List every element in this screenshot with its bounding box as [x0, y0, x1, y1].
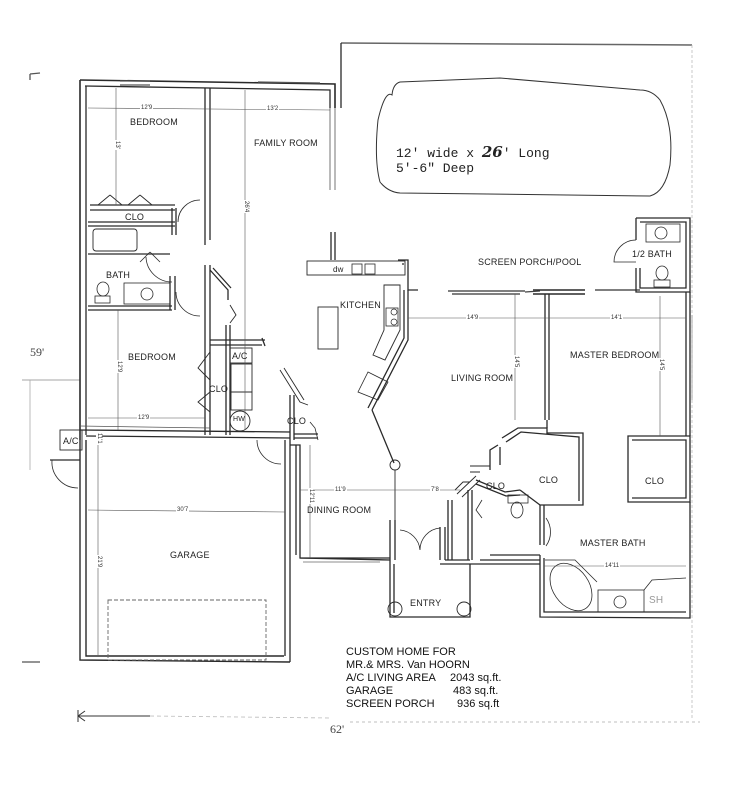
dim-living-depth: 14'5: [513, 355, 519, 369]
dim-living-width: 14'9: [466, 315, 480, 321]
label-dishwasher: dw: [333, 265, 344, 274]
project-title-line-1: CUSTOM HOME FOR: [346, 646, 456, 658]
dim-dining-depth: 12'11: [308, 488, 314, 505]
dim-master-bath-width: 14'11: [604, 563, 621, 569]
area-row-living: A/C LIVING AREA 2043 sq.ft.: [346, 672, 501, 685]
dim-entry-width: 7'8: [430, 487, 440, 493]
pool-width-text: 12' wide x: [396, 146, 482, 161]
room-label-garage: GARAGE: [170, 550, 210, 560]
pool-dimensions-note: 12' wide x 26' Long 5'-6" Deep: [396, 143, 550, 177]
room-label-bedroom-1: BEDROOM: [130, 117, 178, 127]
pool-outline: [375, 77, 672, 197]
room-label-closet-master-small: CLO: [486, 481, 506, 491]
room-label-shower: SH: [649, 595, 664, 606]
room-label-dining-room: DINING ROOM: [307, 505, 372, 515]
area-row-garage: GARAGE 483 sq.ft.: [346, 685, 501, 698]
room-label-living-room: LIVING ROOM: [451, 373, 514, 383]
room-label-closet-bed1: CLO: [125, 212, 145, 222]
project-title-line-2: MR.& MRS. Van HOORN: [346, 659, 470, 671]
dim-family-depth: 26'4: [243, 200, 249, 214]
overall-width-label: 62': [330, 722, 345, 736]
room-label-ac-exterior: A/C: [63, 436, 79, 446]
dim-garage-width: 30'7: [176, 507, 190, 513]
room-label-water-heater: HW: [233, 416, 246, 423]
room-label-closet-hall: CLO: [287, 416, 307, 426]
dim-master-width: 14'1: [610, 315, 624, 321]
dim-family-width: 13'2: [266, 106, 280, 112]
area-label: GARAGE: [346, 685, 394, 697]
room-label-master-bath: MASTER BATH: [580, 538, 646, 548]
room-label-master-bedroom: MASTER BEDROOM: [570, 350, 660, 360]
house-exterior-wall: [79, 79, 336, 108]
area-value: 936 sq.ft: [457, 698, 500, 710]
dim-garage-depth-small: 11'1: [96, 432, 102, 445]
dim-bedroom1-width: 12'9: [140, 105, 154, 111]
room-label-entry: ENTRY: [410, 598, 442, 608]
area-label: A/C LIVING AREA: [346, 672, 436, 684]
dim-bedroom2-width: 12'9: [137, 415, 151, 421]
room-label-bedroom-2: BEDROOM: [128, 352, 176, 362]
overall-depth-label: 59': [30, 345, 45, 359]
room-label-closet-master-2: CLO: [645, 476, 665, 486]
garage-wall: [79, 440, 291, 663]
room-label-half-bath: 1/2 BATH: [632, 249, 672, 259]
area-value: 483 sq.ft.: [453, 685, 499, 697]
dim-master-depth: 14'5: [658, 358, 664, 372]
project-info-block: CUSTOM HOME FOR MR.& MRS. Van HOORN A/C …: [346, 646, 501, 711]
room-label-kitchen: KITCHEN: [340, 300, 381, 310]
room-label-screen-porch: SCREEN PORCH/POOL: [478, 257, 582, 267]
area-label: SCREEN PORCH: [346, 698, 435, 710]
dim-dining-width: 11'9: [334, 487, 347, 493]
room-label-closet-bed2: CLO: [209, 384, 229, 394]
screen-porch-outline: [340, 42, 693, 46]
room-label-ac-interior: A/C: [232, 351, 248, 361]
room-label-family-room: FAMILY ROOM: [254, 138, 318, 148]
pool-depth-text: 5'-6" Deep: [396, 161, 475, 176]
room-label-closet-master-1: CLO: [539, 475, 559, 485]
dim-bedroom1-depth: 13': [114, 140, 120, 150]
dim-bedroom2-depth: 12'9: [116, 360, 122, 374]
area-row-screen-porch: SCREEN PORCH 936 sq.ft: [346, 698, 501, 711]
area-value: 2043 sq.ft.: [450, 672, 502, 684]
pool-length-unit: ' Long: [502, 146, 550, 161]
dim-garage-depth: 21'9: [96, 555, 102, 569]
room-label-bath: BATH: [106, 270, 131, 280]
pool-length-handwritten: 26: [481, 143, 503, 161]
